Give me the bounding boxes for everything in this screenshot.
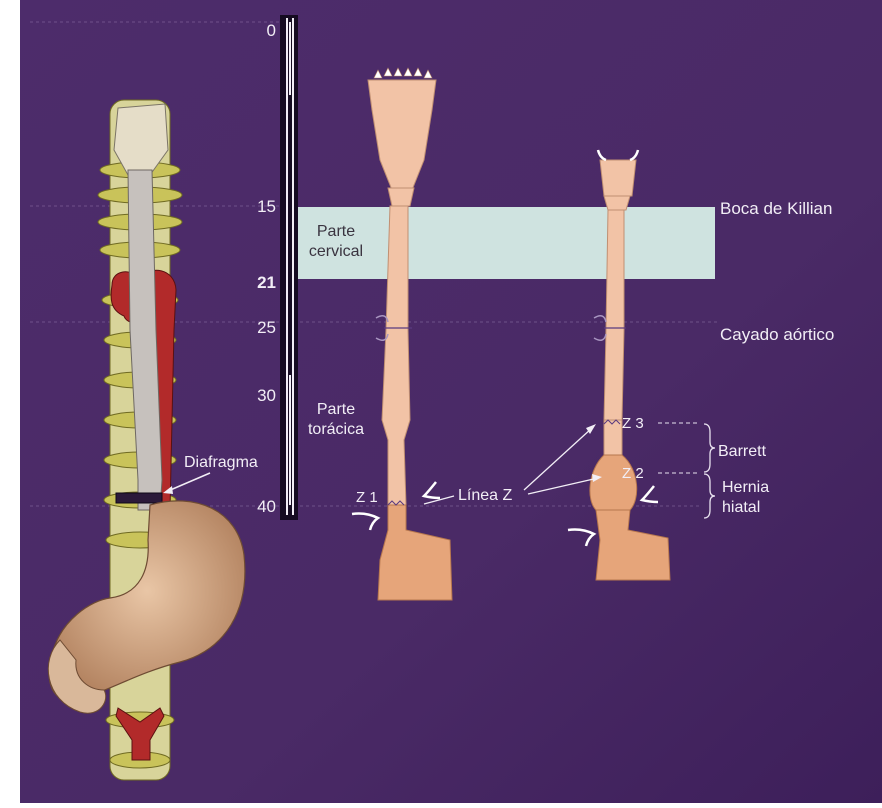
diaphragm-band — [116, 493, 162, 503]
barrett-label: Barrett — [718, 443, 767, 460]
z2-label: Z 2 — [622, 465, 644, 482]
cervical-label-2: cervical — [309, 243, 363, 260]
cervical-label-1: Parte — [317, 223, 355, 240]
tick-25: 25 — [257, 318, 276, 337]
hernia-label-1: Hernia — [722, 479, 769, 496]
white-margin — [0, 0, 20, 803]
tick-30: 30 — [257, 386, 276, 405]
tick-0: 0 — [267, 21, 276, 40]
tick-15: 15 — [257, 197, 276, 216]
z1-label: Z 1 — [356, 489, 378, 506]
z-line-label: Línea Z — [458, 487, 512, 504]
thoracic-label-2: torácica — [308, 421, 364, 438]
depth-ruler — [280, 15, 298, 520]
aortic-arch-label: Cayado aórtico — [720, 325, 834, 344]
tick-40: 40 — [257, 497, 276, 516]
diaphragm-label: Diafragma — [184, 454, 258, 471]
tick-21: 21 — [257, 273, 276, 292]
hernia-label-2: hiatal — [722, 499, 760, 516]
killian-label: Boca de Killian — [720, 199, 832, 218]
thoracic-label-1: Parte — [317, 401, 355, 418]
z3-label: Z 3 — [622, 415, 644, 432]
